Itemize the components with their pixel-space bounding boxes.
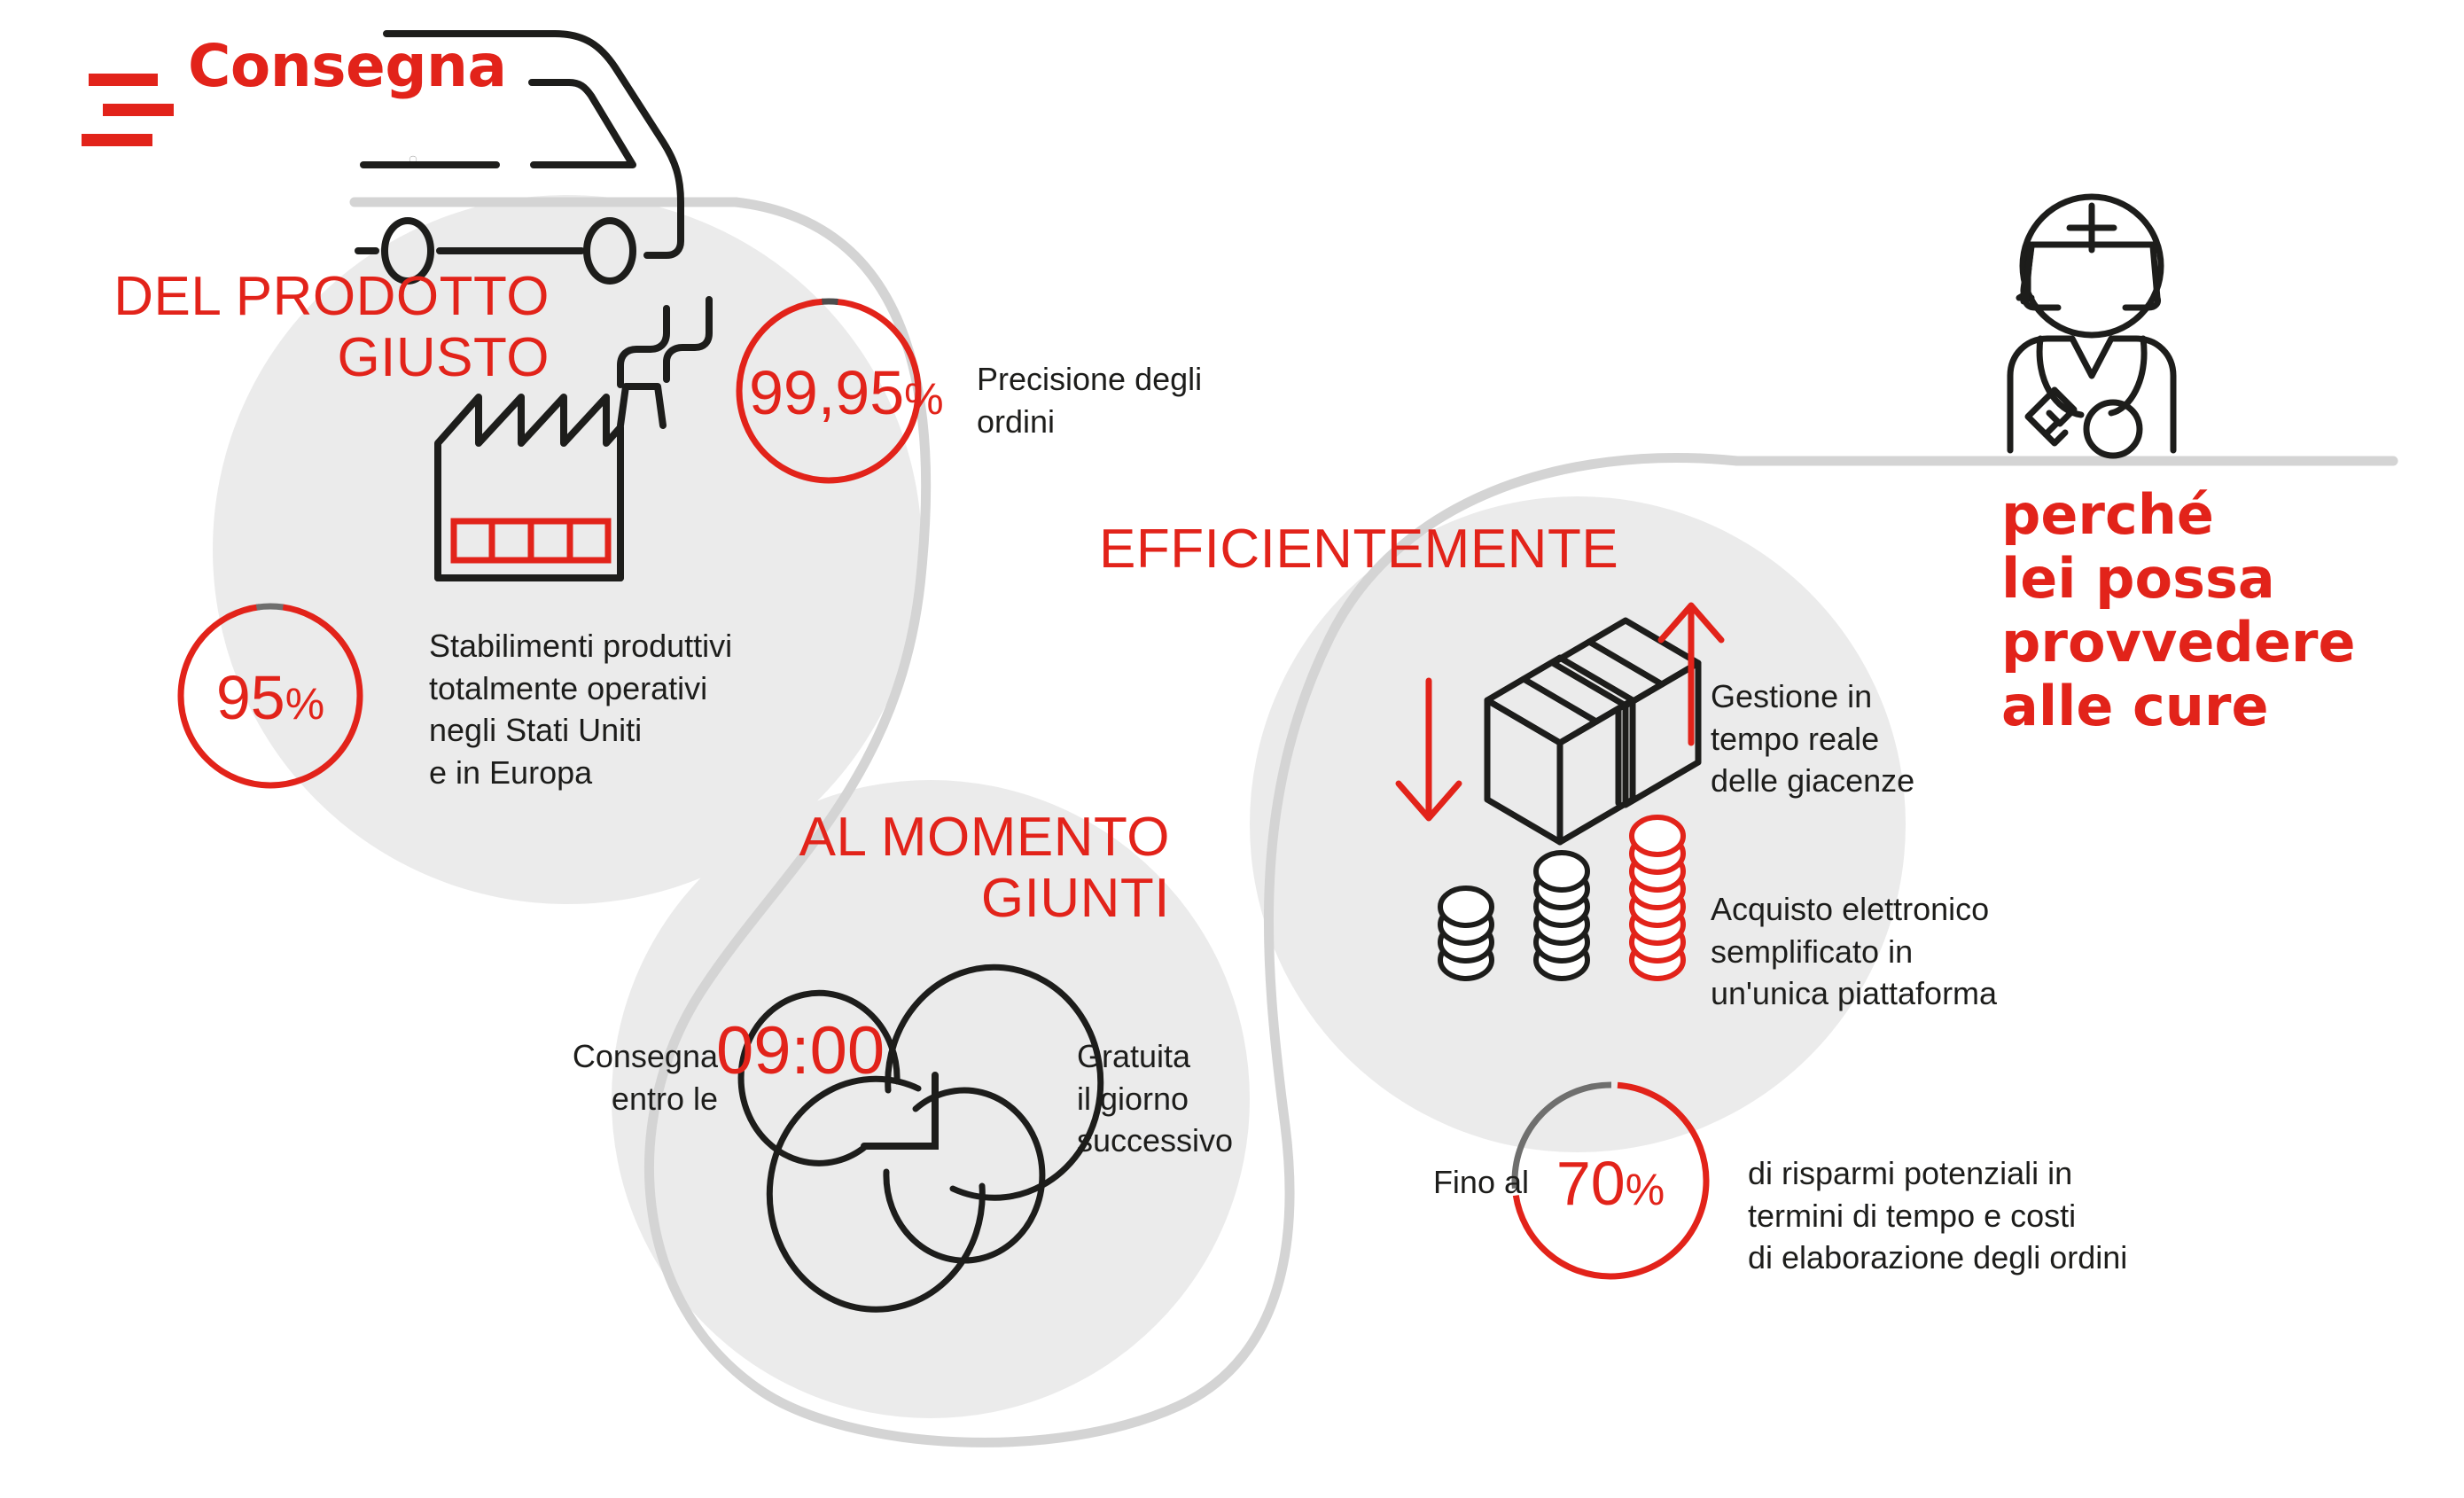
van-wheel-front bbox=[381, 217, 434, 285]
stat-savings-prefix: Fino al bbox=[1432, 1164, 1529, 1200]
closing-line1: perché bbox=[2001, 482, 2214, 547]
section-heading-efficientemente: EFFICIENTEMENTE bbox=[1099, 519, 1773, 580]
stat-savings-number: 70 bbox=[1556, 1149, 1626, 1218]
arrow-down-icon bbox=[1395, 677, 1462, 822]
feature-inventory-line1: Gestione in bbox=[1711, 678, 1873, 714]
stat-savings-line2: termini di tempo e costi bbox=[1748, 1197, 2077, 1234]
section-heading-line1: AL MOMENTO bbox=[799, 807, 1170, 868]
stat-plants-number: 95 bbox=[215, 663, 285, 732]
closing-statement: perché lei possa provvedere alle cure bbox=[2001, 483, 2445, 738]
feature-eprocurement-line1: Acquisto elettronico bbox=[1711, 891, 1990, 927]
section-heading-prodotto: DEL PRODOTTO GIUSTO bbox=[53, 266, 550, 389]
section-heading-line1: EFFICIENTEMENTE bbox=[1099, 519, 1619, 580]
stat-savings-value: 70% bbox=[1531, 1152, 1690, 1214]
stat-plants-value: 95% bbox=[191, 667, 350, 729]
stat-plants-unit: % bbox=[285, 679, 325, 729]
plants-ring bbox=[177, 603, 363, 789]
stat-accuracy-label-line2: ordini bbox=[977, 402, 1056, 440]
stat-savings-unit: % bbox=[1625, 1165, 1665, 1214]
factory-windows-icon bbox=[450, 518, 612, 564]
closing-line2: lei possa bbox=[2001, 545, 2275, 611]
delivery-cutoff-time: 09:00 bbox=[716, 1013, 885, 1088]
coin-stack-medium-icon bbox=[1533, 850, 1590, 981]
arrow-up-icon bbox=[1657, 602, 1725, 746]
section-heading-line2: GIUSTO bbox=[337, 327, 550, 389]
coin-stack-tall-icon bbox=[1629, 815, 1686, 981]
stat-accuracy-value: 99,95% bbox=[749, 362, 944, 424]
stat-savings-line1: di risparmi potenziali in bbox=[1748, 1155, 2073, 1191]
page-title: Consegna bbox=[188, 32, 507, 100]
stat-plants-label-line1: Stabilimenti produttivi bbox=[429, 628, 733, 664]
stat-plants-label: Stabilimenti produttivi totalmente opera… bbox=[429, 625, 890, 793]
closing-line4: alle cure bbox=[2001, 673, 2269, 738]
blob-efficiency bbox=[1250, 496, 1906, 1152]
stat-accuracy-label-line1: Precisione degli bbox=[977, 361, 1203, 397]
van-wheel-rear bbox=[583, 217, 636, 285]
delivery-left-label-line1: Consegna bbox=[572, 1038, 718, 1074]
speed-lines-icon bbox=[82, 74, 174, 146]
stat-accuracy-label: Precisione degli ordini bbox=[977, 358, 1349, 442]
clock-icon bbox=[737, 964, 1104, 1313]
feature-inventory-line3: delle giacenze bbox=[1711, 762, 1915, 800]
accuracy-ring bbox=[736, 298, 922, 484]
feature-eprocurement-label: Acquisto elettronico semplificato in un'… bbox=[1711, 888, 2083, 1015]
section-heading-line2: GIUNTI bbox=[980, 868, 1170, 930]
feature-inventory-label: Gestione in tempo reale delle giacenze bbox=[1711, 675, 2003, 802]
swoosh-efficiency bbox=[1174, 453, 1743, 1411]
feature-eprocurement-line3: un'unica piattaforma bbox=[1711, 975, 1998, 1012]
coin-stack-short-icon bbox=[1438, 886, 1494, 981]
stat-plants-label-line2: totalmente operativi bbox=[429, 669, 708, 706]
section-heading-momento: AL MOMENTO GIUNTI bbox=[532, 807, 1170, 930]
feature-inventory-line2: tempo reale bbox=[1711, 720, 1880, 757]
delivery-left-label-line2: entro le bbox=[611, 1080, 718, 1117]
stat-plants-label-line4: e in Europa bbox=[429, 753, 593, 791]
nurse-icon bbox=[2007, 193, 2177, 459]
feature-eprocurement-line2: semplificato in bbox=[1711, 932, 1914, 970]
delivery-right-label-line1: Gratuita bbox=[1077, 1038, 1191, 1074]
delivery-left-label: Consegna entro le bbox=[496, 1035, 718, 1120]
boxes-icon bbox=[1484, 617, 1702, 846]
delivery-right-label-line2: il giorno bbox=[1077, 1080, 1189, 1117]
delivery-right-label-line3: successivo bbox=[1077, 1122, 1234, 1159]
stat-savings-label: di risparmi potenziali in termini di tem… bbox=[1748, 1152, 2209, 1279]
savings-ring bbox=[1511, 1081, 1710, 1280]
delivery-right-label: Gratuita il giorno successivo bbox=[1077, 1035, 1343, 1162]
stat-savings-line3: di elaborazione degli ordini bbox=[1748, 1239, 2128, 1276]
stat-accuracy-unit: % bbox=[904, 374, 944, 424]
delivery-van-icon bbox=[355, 30, 684, 285]
section-heading-line1: DEL PRODOTTO bbox=[113, 266, 550, 327]
stat-plants-label-line3: negli Stati Uniti bbox=[429, 712, 643, 749]
factory-icon bbox=[434, 296, 713, 581]
closing-line3: provvedere bbox=[2001, 609, 2356, 675]
stat-accuracy-number: 99,95 bbox=[749, 358, 905, 427]
